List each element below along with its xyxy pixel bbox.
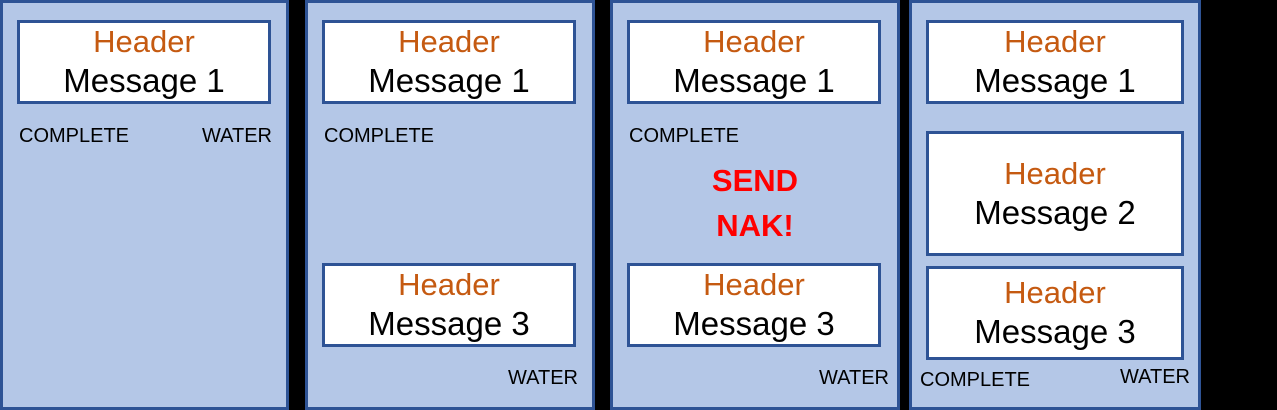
receiver-buffer-panel-3: Header Message 1 COMPLETE SEND NAK! Head… bbox=[610, 0, 900, 410]
message-card-header: Header bbox=[398, 24, 500, 59]
message-card-3[interactable]: Header Message 3 bbox=[627, 263, 881, 347]
message-card-1[interactable]: Header Message 1 bbox=[627, 20, 881, 104]
status-caption-water: WATER bbox=[202, 125, 272, 147]
status-caption-complete: COMPLETE bbox=[19, 125, 130, 147]
message-card-header: Header bbox=[1004, 275, 1106, 310]
message-card-body: Message 3 bbox=[673, 305, 835, 342]
message-card-header: Header bbox=[703, 267, 805, 302]
send-nak-alert-line-2: NAK! bbox=[716, 208, 794, 243]
message-card-body: Message 2 bbox=[974, 193, 1136, 231]
status-caption-water: WATER bbox=[1120, 366, 1190, 388]
message-card-1[interactable]: Header Message 1 bbox=[926, 20, 1184, 104]
message-card-body: Message 3 bbox=[368, 305, 530, 342]
status-caption-complete: COMPLETE bbox=[920, 369, 1031, 391]
status-caption-complete: COMPLETE bbox=[324, 125, 435, 147]
receiver-buffer-panel-4: Header Message 1 Header Message 2 Header… bbox=[909, 0, 1201, 410]
message-card-body: Message 1 bbox=[368, 62, 530, 99]
message-card-body: Message 3 bbox=[974, 313, 1136, 350]
status-caption-water: WATER bbox=[819, 367, 889, 389]
message-card-2[interactable]: Header Message 2 bbox=[926, 131, 1184, 256]
message-card-header: Header bbox=[703, 24, 805, 59]
status-caption-water: WATER bbox=[508, 367, 578, 389]
message-card-body: Message 1 bbox=[974, 62, 1136, 99]
message-card-header: Header bbox=[93, 24, 195, 59]
message-card-body: Message 1 bbox=[673, 62, 835, 99]
send-nak-alert: SEND NAK! bbox=[613, 158, 897, 248]
message-card-3[interactable]: Header Message 3 bbox=[322, 263, 576, 347]
message-card-header: Header bbox=[1004, 24, 1106, 59]
message-card-header: Header bbox=[398, 267, 500, 302]
message-card-1[interactable]: Header Message 1 bbox=[17, 20, 271, 104]
send-nak-alert-line-1: SEND bbox=[711, 163, 799, 198]
message-card-3[interactable]: Header Message 3 bbox=[926, 266, 1184, 360]
message-card-1[interactable]: Header Message 1 bbox=[322, 20, 576, 104]
receiver-buffer-panel-1: Header Message 1 COMPLETE WATER bbox=[0, 0, 289, 410]
message-card-body: Message 1 bbox=[63, 62, 225, 99]
message-card-header: Header bbox=[1004, 155, 1106, 191]
receiver-buffer-panel-2: Header Message 1 COMPLETE Header Message… bbox=[305, 0, 595, 410]
status-caption-complete: COMPLETE bbox=[629, 125, 740, 147]
